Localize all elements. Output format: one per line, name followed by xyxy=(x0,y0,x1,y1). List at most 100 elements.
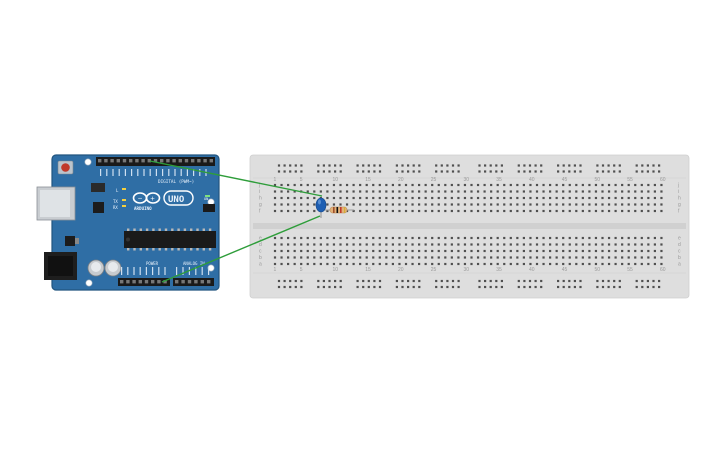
breadboard-hole[interactable] xyxy=(483,190,486,193)
breadboard-hole[interactable] xyxy=(280,262,283,266)
led[interactable] xyxy=(315,197,327,218)
breadboard-hole[interactable] xyxy=(523,164,526,167)
breadboard-hole[interactable] xyxy=(562,249,565,253)
breadboard-hole[interactable] xyxy=(463,262,467,266)
breadboard-hole[interactable] xyxy=(627,249,630,253)
breadboard-hole[interactable] xyxy=(529,190,532,193)
breadboard-hole[interactable] xyxy=(483,183,486,187)
breadboard-hole[interactable] xyxy=(573,285,576,289)
breadboard-hole[interactable] xyxy=(385,236,388,240)
breadboard-hole[interactable] xyxy=(418,196,421,200)
header-pin[interactable] xyxy=(153,159,158,163)
breadboard-hole[interactable] xyxy=(300,249,303,253)
breadboard-hole[interactable] xyxy=(326,190,329,193)
breadboard-hole[interactable] xyxy=(283,279,286,283)
breadboard-hole[interactable] xyxy=(280,236,283,240)
breadboard-hole[interactable] xyxy=(534,170,537,173)
breadboard-hole[interactable] xyxy=(395,279,398,283)
breadboard-hole[interactable] xyxy=(496,190,499,193)
breadboard-hole[interactable] xyxy=(450,236,453,240)
breadboard-hole[interactable] xyxy=(398,183,401,187)
breadboard-hole[interactable] xyxy=(404,196,408,200)
breadboard-hole[interactable] xyxy=(372,249,375,253)
breadboard-hole[interactable] xyxy=(614,249,617,253)
breadboard-hole[interactable] xyxy=(476,183,480,187)
breadboard-hole[interactable] xyxy=(555,262,558,266)
breadboard-hole[interactable] xyxy=(535,209,539,213)
breadboard-hole[interactable] xyxy=(437,183,440,187)
breadboard-hole[interactable] xyxy=(596,285,599,289)
breadboard-hole[interactable] xyxy=(431,196,434,200)
breadboard-hole[interactable] xyxy=(496,262,499,266)
breadboard-hole[interactable] xyxy=(273,236,277,240)
breadboard-hole[interactable] xyxy=(332,236,336,240)
breadboard-hole[interactable] xyxy=(503,256,506,259)
breadboard-hole[interactable] xyxy=(534,285,537,289)
breadboard-hole[interactable] xyxy=(594,249,598,253)
breadboard-hole[interactable] xyxy=(326,196,329,200)
breadboard-hole[interactable] xyxy=(503,243,506,246)
breadboard-hole[interactable] xyxy=(483,203,486,206)
breadboard-hole[interactable] xyxy=(470,249,473,253)
breadboard-hole[interactable] xyxy=(522,262,525,266)
breadboard-hole[interactable] xyxy=(614,262,617,266)
breadboard-hole[interactable] xyxy=(322,170,325,173)
breadboard-hole[interactable] xyxy=(581,190,584,193)
breadboard-hole[interactable] xyxy=(522,256,525,259)
breadboard-hole[interactable] xyxy=(627,236,630,240)
breadboard-hole[interactable] xyxy=(280,243,283,246)
breadboard-hole[interactable] xyxy=(378,209,381,213)
breadboard-hole[interactable] xyxy=(345,243,349,246)
breadboard-hole[interactable] xyxy=(334,170,337,173)
breadboard-hole[interactable] xyxy=(562,196,565,200)
breadboard-hole[interactable] xyxy=(614,203,617,206)
breadboard-hole[interactable] xyxy=(450,262,453,266)
breadboard-hole[interactable] xyxy=(287,262,290,266)
breadboard-hole[interactable] xyxy=(365,196,368,200)
header-pin[interactable] xyxy=(203,159,207,163)
breadboard-hole[interactable] xyxy=(535,243,539,246)
breadboard-hole[interactable] xyxy=(635,170,638,173)
breadboard-hole[interactable] xyxy=(404,183,408,187)
breadboard-hole[interactable] xyxy=(478,170,481,173)
breadboard-hole[interactable] xyxy=(283,285,286,289)
breadboard-hole[interactable] xyxy=(573,279,576,283)
breadboard-hole[interactable] xyxy=(509,262,512,266)
breadboard-hole[interactable] xyxy=(287,249,290,253)
breadboard-hole[interactable] xyxy=(522,183,525,187)
breadboard-hole[interactable] xyxy=(562,262,565,266)
breadboard-hole[interactable] xyxy=(431,236,434,240)
breadboard-hole[interactable] xyxy=(529,256,532,259)
breadboard-hole[interactable] xyxy=(509,256,512,259)
breadboard-hole[interactable] xyxy=(398,203,401,206)
breadboard-hole[interactable] xyxy=(306,256,309,259)
header-pin[interactable] xyxy=(116,159,120,163)
breadboard-hole[interactable] xyxy=(289,279,292,283)
breadboard-hole[interactable] xyxy=(542,203,545,206)
breadboard-hole[interactable] xyxy=(352,256,355,259)
breadboard-hole[interactable] xyxy=(555,190,558,193)
breadboard-hole[interactable] xyxy=(435,279,438,283)
breadboard-hole[interactable] xyxy=(594,190,598,193)
breadboard-hole[interactable] xyxy=(579,285,582,289)
breadboard-hole[interactable] xyxy=(352,196,355,200)
breadboard-hole[interactable] xyxy=(509,190,512,193)
breadboard-hole[interactable] xyxy=(411,236,414,240)
breadboard-hole[interactable] xyxy=(660,209,663,213)
breadboard-hole[interactable] xyxy=(404,236,408,240)
breadboard-hole[interactable] xyxy=(293,243,296,246)
breadboard-hole[interactable] xyxy=(365,203,368,206)
breadboard-hole[interactable] xyxy=(273,243,277,246)
breadboard-hole[interactable] xyxy=(618,164,621,167)
breadboard-hole[interactable] xyxy=(562,170,565,173)
breadboard-hole[interactable] xyxy=(450,256,453,259)
breadboard-hole[interactable] xyxy=(280,190,283,193)
breadboard-hole[interactable] xyxy=(404,262,408,266)
breadboard-hole[interactable] xyxy=(444,262,447,266)
breadboard-hole[interactable] xyxy=(437,236,440,240)
breadboard-hole[interactable] xyxy=(495,170,498,173)
breadboard-hole[interactable] xyxy=(568,285,571,289)
breadboard-hole[interactable] xyxy=(601,209,604,213)
breadboard-hole[interactable] xyxy=(562,203,565,206)
breadboard-hole[interactable] xyxy=(431,203,434,206)
